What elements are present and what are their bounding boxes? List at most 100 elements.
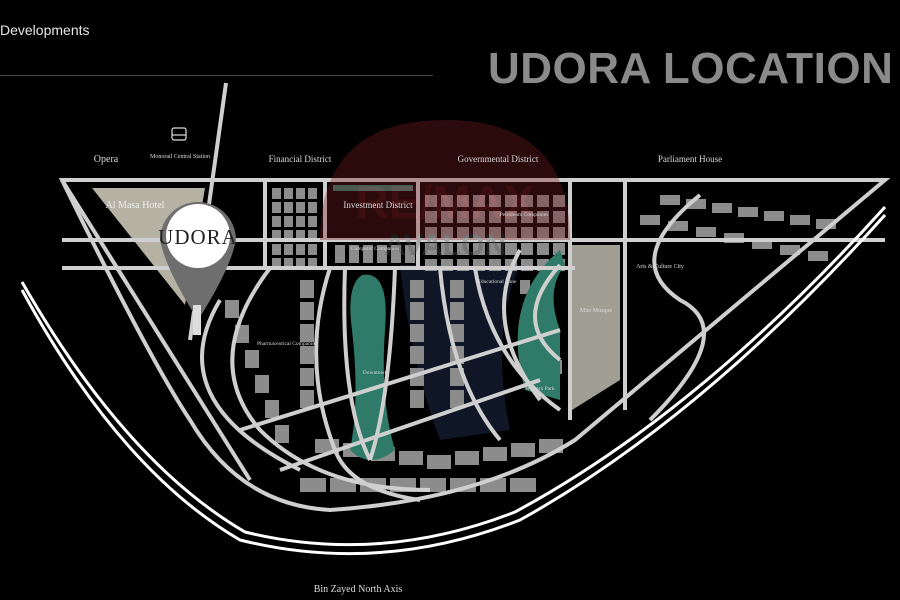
city-block [489,227,501,239]
city-block [553,195,565,207]
city-block [808,251,828,261]
city-block [450,390,464,408]
city-block [455,451,479,465]
label-computer: Computer Companies [351,246,399,252]
city-block [473,211,485,223]
city-block [473,195,485,207]
city-block [300,324,314,342]
city-block [284,188,293,199]
city-block [245,350,259,368]
city-block [399,451,423,465]
label-pharma: Pharmaceutical Companies [257,341,317,347]
city-block [696,227,716,237]
city-block [272,244,281,255]
city-block [272,216,281,227]
watermark-logo: RE/MAX AVALON [320,120,570,262]
city-block [272,188,281,199]
svg-text:RE/MAX: RE/MAX [356,176,535,228]
city-block [521,211,533,223]
city-block [265,400,279,418]
label-parliament: Parliament House [658,154,722,164]
label-western-park: Western Park [525,386,555,392]
city-block [300,280,314,298]
city-block [308,244,317,255]
label-downtown: Downtown [363,370,388,376]
city-block [255,375,269,393]
city-block [405,245,415,263]
city-block [537,243,549,255]
city-block [790,215,810,225]
city-block [225,300,239,318]
city-block [300,302,314,320]
city-block [764,211,784,221]
pin-label: UDORA [158,225,238,249]
city-block [457,211,469,223]
city-block [457,227,469,239]
city-block [296,216,305,227]
city-block [441,211,453,223]
city-block [537,227,549,239]
city-block [780,245,800,255]
city-block [296,202,305,213]
city-block [816,219,836,229]
city-block [425,243,437,255]
city-block [349,245,359,263]
city-block [511,443,535,457]
city-block [300,390,314,408]
city-block [752,239,772,249]
city-block [275,425,289,443]
city-block [308,188,317,199]
monorail-icon [171,127,187,141]
city-block [296,258,305,269]
city-block [391,245,401,263]
label-al-masa: Al Masa Hotel [106,200,165,211]
city-block [738,207,758,217]
page-title: UDORA LOCATION [488,44,894,93]
city-block [410,280,424,298]
city-block [483,447,507,461]
city-block [537,211,549,223]
city-block [441,195,453,207]
city-block [335,245,345,263]
city-block [668,221,688,231]
udora-location-pin[interactable]: UDORA [158,202,238,335]
city-block [300,478,326,492]
city-block [660,195,680,205]
city-block [363,245,373,263]
city-block [441,227,453,239]
city-block [425,195,437,207]
city-block [489,195,501,207]
city-block [441,243,453,255]
label-governmental: Governmental District [458,154,539,164]
city-block [296,188,305,199]
city-block [537,195,549,207]
investment-strip [333,185,413,191]
city-block [457,243,469,255]
city-block [427,455,451,469]
city-block [308,202,317,213]
city-block [425,211,437,223]
breadcrumb-developments[interactable]: Developments [0,22,90,38]
city-block [450,302,464,320]
city-block [505,195,517,207]
label-arts: Arts & Culture City [636,264,684,270]
city-block [473,243,485,255]
label-monorail: Monorail Central Station [150,154,210,160]
western-park [517,250,565,400]
city-block [296,244,305,255]
label-bin-zayed: Bin Zayed North Axis [314,584,403,595]
city-block [489,211,501,223]
city-block [510,478,536,492]
city-block [505,243,517,255]
city-block [505,211,517,223]
city-block [308,258,317,269]
city-block [308,216,317,227]
city-block [410,324,424,342]
city-block [521,243,533,255]
downtown-park [350,274,395,460]
city-block [410,302,424,320]
city-block [410,346,424,364]
misr-mosque-area [572,245,620,410]
city-block [308,230,317,241]
